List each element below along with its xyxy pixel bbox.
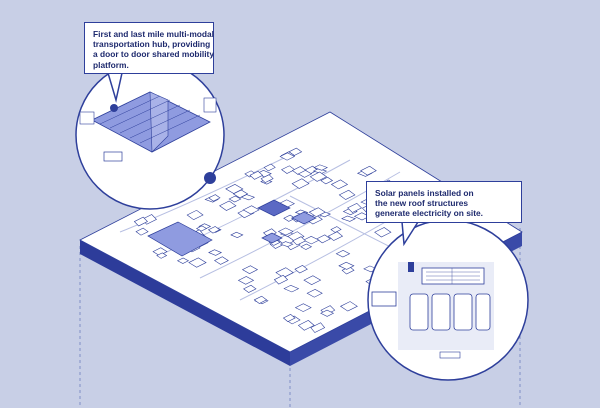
hub-building-small [257,199,291,217]
callout-hub-line: platform. [93,59,129,70]
house-block [208,194,221,202]
house-block [374,227,392,238]
house-block [249,170,264,180]
house-block [156,252,168,259]
house-block [320,309,335,317]
house-block [310,322,326,333]
house-block [279,241,294,247]
house-block [208,249,223,256]
house-block [339,301,358,312]
parking-lot-left [147,221,213,257]
house-block [342,208,358,216]
house-block [228,195,242,203]
house-block [313,164,328,171]
house-block [338,189,356,200]
callout-hub-line: a door to door shared mobility [93,49,214,60]
house-block [360,165,377,176]
house-block [230,231,244,238]
house-block [309,171,328,182]
house-block [152,247,168,256]
house-block [242,205,260,215]
callout-solar: Solar panels installed on the new roof s… [366,181,522,223]
house-block [338,261,355,270]
magnifier-solar [367,219,529,381]
house-block [214,256,229,265]
house-block [176,257,190,264]
house-block [241,265,259,274]
house-block [219,200,237,211]
house-block [302,235,320,245]
house-block [253,295,268,304]
house-block [225,184,244,194]
solar-canopies [409,293,491,331]
house-block [327,231,344,241]
house-block [330,226,342,233]
callout-hub-line: First and last mile multi-modal [93,29,214,39]
house-block [330,179,349,190]
house-block [300,243,313,250]
callout-solar-line: Solar panels installed on [375,188,474,198]
bus [103,151,123,162]
highlighted-buildings [147,199,317,257]
callout-hub-line: transportation hub, providing [93,39,211,50]
house-block [287,231,305,242]
house-block [292,236,306,246]
magnifier-hub [75,60,225,210]
house-block [308,207,326,218]
house-block [303,275,322,285]
house-block [335,250,351,258]
house-block [291,178,310,189]
house-block [207,226,221,234]
house-block [316,234,331,244]
house-block [294,265,308,274]
house-block [282,314,296,322]
house-block [277,227,294,236]
callout-hub: First and last mile multi-modal transpor… [84,22,214,74]
house-block [273,274,289,285]
house-block [279,152,296,161]
tree [204,172,216,184]
house-block [243,284,257,293]
house-block [133,216,148,227]
callout-solar-line: generate electricity on site. [375,208,483,219]
house-block [260,174,274,183]
house-block [135,227,149,236]
house-block [297,320,315,331]
house-block [263,163,276,172]
house-block [297,170,313,178]
house-block [294,303,312,312]
house-block [188,257,207,268]
house-block [320,176,334,185]
house-block [347,202,363,213]
callout-solar-line: the new roof structures [375,198,469,209]
house-block [341,215,357,222]
house-block [186,209,204,221]
house-block [275,267,294,278]
house-block [237,276,255,285]
house-block [283,284,300,293]
house-block [306,288,323,298]
